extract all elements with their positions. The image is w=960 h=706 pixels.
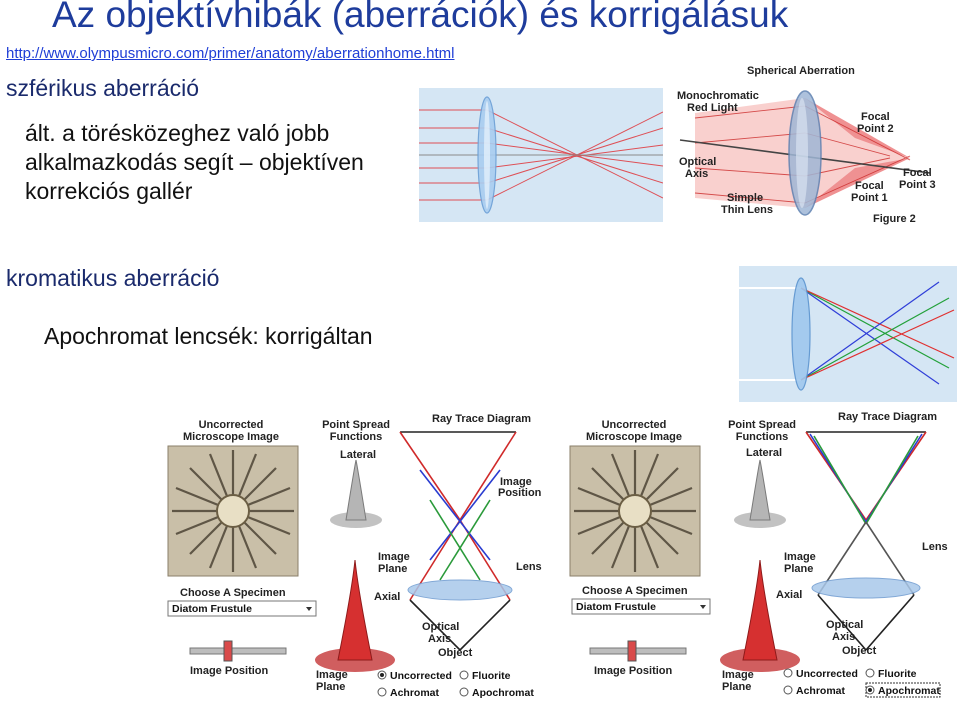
applet1-radio-achromat[interactable]: [378, 688, 386, 696]
figure2-number: Figure 2: [873, 213, 916, 225]
applet2-ray-lines: [806, 432, 926, 650]
applet2-radio-fluorite[interactable]: [866, 669, 874, 677]
applet2-radio-uncorrected[interactable]: [784, 669, 792, 677]
applet2-specimen-value: Diatom Frustule: [576, 601, 656, 613]
applet1-lens-shape: [408, 580, 512, 600]
applet2-radio-achromat[interactable]: [784, 686, 792, 694]
spherical-line-3: korrekciós gallér: [25, 177, 425, 206]
apochromat-note: Apochromat lencsék: korrigáltan: [44, 323, 373, 350]
source-link[interactable]: http://www.olympusmicro.com/primer/anato…: [6, 45, 455, 62]
applet1-ray-trace-label: Ray Trace Diagram: [432, 413, 531, 425]
applet2-lens-label: Lens: [922, 541, 948, 553]
spherical-ray-diagram: [419, 88, 663, 222]
chromatic-heading: kromatikus aberráció: [6, 265, 219, 292]
applet1-axial-psf: [338, 560, 372, 660]
applet2-slider-thumb[interactable]: [628, 641, 636, 661]
applet2-axial-psf: [743, 560, 777, 660]
applet1-option-achromat: Achromat: [390, 687, 440, 699]
applet1-lateral-psf: [346, 460, 366, 520]
applet1-radio-fluorite[interactable]: [460, 671, 468, 679]
applet2-slider-label: Image Position: [594, 665, 673, 677]
applet2-image-position-slider[interactable]: [590, 648, 686, 654]
figure2-title: Spherical Aberration: [747, 65, 855, 77]
spherical-heading: szférikus aberráció: [6, 75, 199, 102]
applet2-lateral-label: Lateral: [746, 447, 782, 459]
applet1-slider-label: Image Position: [190, 665, 269, 677]
applet2-choose-label: Choose A Specimen: [582, 585, 688, 597]
applet1-object-label: Object: [438, 647, 473, 659]
chromatic-ray-diagram: [739, 266, 957, 402]
applet1-option-fluorite: Fluorite: [472, 670, 511, 682]
applet1-specimen-value: Diatom Frustule: [172, 603, 252, 615]
applet1-axial-label: Axial: [374, 591, 400, 603]
spherical-line-2: alkalmazkodás segít – objektíven: [25, 148, 425, 177]
applet2-ray-trace-label: Ray Trace Diagram: [838, 411, 937, 423]
applet1-lens-label: Lens: [516, 561, 542, 573]
applet2-axial-label: Axial: [776, 589, 802, 601]
applet1-radio-apochromat[interactable]: [460, 688, 468, 696]
applet2-option-fluorite: Fluorite: [878, 668, 917, 680]
applet1-lateral-label: Lateral: [340, 449, 376, 461]
spherical-text: ált. a törésközeghez való jobb alkalmazk…: [25, 119, 425, 206]
slide-title: Az objektívhibák (aberrációk) és korrigá…: [52, 0, 788, 36]
applet2-option-uncorrected: Uncorrected: [796, 668, 858, 680]
applet2-option-achromat: Achromat: [796, 685, 846, 697]
applet1-image-position-slider[interactable]: [190, 648, 286, 654]
applet1-slider-thumb[interactable]: [224, 641, 232, 661]
spherical-line-1: ált. a törésközeghez való jobb: [25, 119, 425, 148]
applet1-option-apochromat: Apochromat: [472, 687, 534, 699]
applet1-choose-label: Choose A Specimen: [180, 587, 286, 599]
applet2-lateral-psf: [750, 460, 770, 520]
applet2-object-label: Object: [842, 645, 877, 657]
applet1-option-uncorrected: Uncorrected: [390, 670, 452, 682]
applet1-ray-lines: [400, 432, 516, 650]
applet2-lens-shape: [812, 578, 920, 598]
applet2-option-apochromat: Apochromat: [878, 685, 940, 697]
